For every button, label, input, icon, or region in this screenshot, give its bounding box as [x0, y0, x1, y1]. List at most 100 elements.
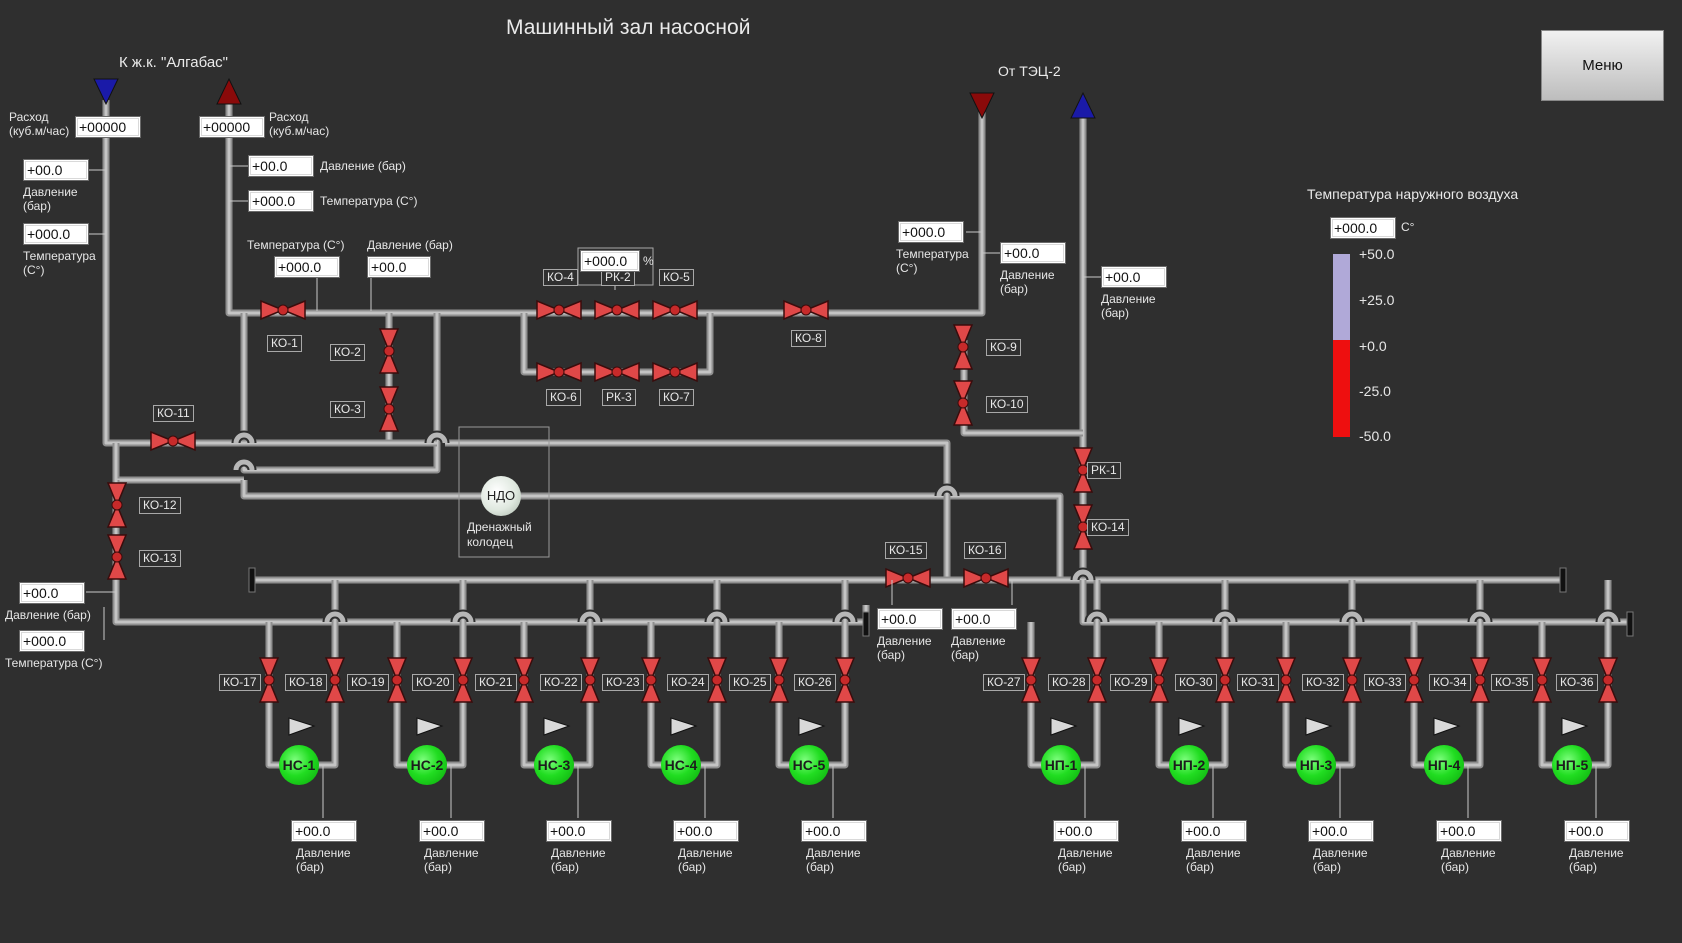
valve-horizontal[interactable] [963, 567, 1009, 589]
valve-vertical[interactable] [1072, 447, 1094, 493]
valve-horizontal[interactable] [885, 567, 931, 589]
menu-button[interactable]: Меню [1541, 30, 1664, 101]
pump-нс-2[interactable]: НС-2 [407, 745, 447, 785]
valve-vertical[interactable] [386, 657, 408, 703]
valve-vertical[interactable] [1275, 657, 1297, 703]
pump-нс-5[interactable]: НС-5 [789, 745, 829, 785]
valve-vertical[interactable] [579, 657, 601, 703]
page-title: Машинный зал насосной [506, 16, 751, 39]
press-tec2-field[interactable]: +00.0 [1101, 266, 1167, 288]
valve-tag-ко-9: КО-9 [986, 339, 1021, 356]
valve-vertical[interactable] [1214, 657, 1236, 703]
pump-нс-3[interactable]: НС-3 [534, 745, 574, 785]
valve-vertical[interactable] [513, 657, 535, 703]
pump-нс-1[interactable]: НС-1 [279, 745, 319, 785]
press-bottom-left-field[interactable]: +00.0 [19, 582, 85, 604]
temp-tec-label: Температура (С°) [896, 247, 969, 275]
temp-return-field[interactable]: +000.0 [248, 190, 314, 212]
flow-right-field[interactable]: +00000 [199, 116, 265, 138]
pump-pressure-field-нс-3[interactable]: +00.0 [546, 820, 612, 842]
pump-нп-1[interactable]: НП-1 [1041, 745, 1081, 785]
valve-vertical[interactable] [640, 657, 662, 703]
valve-vertical[interactable] [952, 324, 974, 370]
valve-horizontal[interactable] [652, 299, 698, 321]
pipe-end-cap [1626, 611, 1634, 637]
pump-pressure-field-нп-1[interactable]: +00.0 [1053, 820, 1119, 842]
rk2-percent-field[interactable]: +000.0 [580, 250, 640, 272]
valve-horizontal[interactable] [652, 361, 698, 383]
valve-vertical[interactable] [324, 657, 346, 703]
pump-pressure-field-нс-1[interactable]: +00.0 [291, 820, 357, 842]
pipe-segment [1538, 580, 1612, 769]
temp-left-field[interactable]: +000.0 [23, 223, 89, 245]
pump-нп-2[interactable]: НП-2 [1169, 745, 1209, 785]
valve-vertical[interactable] [1531, 657, 1553, 703]
valve-horizontal[interactable] [150, 430, 196, 452]
pump-pressure-field-нс-2[interactable]: +00.0 [419, 820, 485, 842]
valve-vertical[interactable] [768, 657, 790, 703]
supply-arrow-algabas [216, 77, 242, 105]
valve-vertical[interactable] [834, 657, 856, 703]
flow-left-field[interactable]: +00000 [75, 116, 141, 138]
valve-horizontal[interactable] [783, 299, 829, 321]
valve-vertical[interactable] [452, 657, 474, 703]
valve-horizontal[interactable] [536, 361, 582, 383]
pump-нп-5[interactable]: НП-5 [1552, 745, 1592, 785]
pump-pressure-field-нп-2[interactable]: +00.0 [1181, 820, 1247, 842]
valve-vertical[interactable] [1020, 657, 1042, 703]
valve-tag-ко-23: КО-23 [602, 674, 644, 691]
valve-vertical[interactable] [1403, 657, 1425, 703]
pump-pressure-label-нс-3: Давление (бар) [551, 846, 606, 874]
press-tec-field[interactable]: +00.0 [1000, 242, 1066, 264]
pump-pressure-field-нс-5[interactable]: +00.0 [801, 820, 867, 842]
valve-vertical[interactable] [258, 657, 280, 703]
pump-pressure-field-нп-3[interactable]: +00.0 [1308, 820, 1374, 842]
valve-vertical[interactable] [1086, 657, 1108, 703]
pipe-crossing-hop [579, 611, 601, 623]
press-ko16-field[interactable]: +00.0 [951, 608, 1017, 630]
valve-vertical[interactable] [106, 534, 128, 580]
pump-нп-3[interactable]: НП-3 [1296, 745, 1336, 785]
valve-vertical[interactable] [1469, 657, 1491, 703]
pump-нс-4[interactable]: НС-4 [661, 745, 701, 785]
pump-нп-4[interactable]: НП-4 [1424, 745, 1464, 785]
press-mid-field[interactable]: +00.0 [367, 256, 431, 278]
pump-flow-direction-icon [670, 717, 698, 736]
press-ko15-field[interactable]: +00.0 [877, 608, 943, 630]
valve-vertical[interactable] [1341, 657, 1363, 703]
valve-vertical[interactable] [1148, 657, 1170, 703]
temp-bottom-left-field[interactable]: +000.0 [19, 630, 85, 652]
press-ko15-label: Давление (бар) [877, 634, 932, 662]
valve-vertical[interactable] [706, 657, 728, 703]
pump-pressure-label-нп-5: Давление (бар) [1569, 846, 1624, 874]
valve-vertical[interactable] [1072, 504, 1094, 550]
temp-mid-field[interactable]: +000.0 [274, 256, 340, 278]
temp-tec-field[interactable]: +000.0 [898, 221, 964, 243]
outdoor-temp-field[interactable]: +000.0 [1330, 217, 1396, 239]
valve-horizontal[interactable] [536, 299, 582, 321]
drain-pump-ndo[interactable]: НДО [481, 476, 521, 516]
pump-pressure-field-нп-4[interactable]: +00.0 [1436, 820, 1502, 842]
valve-tag-рк-2: РК-2 [601, 269, 635, 286]
valve-horizontal[interactable] [594, 299, 640, 321]
flow-right-label: Расход (куб.м/час) [269, 110, 330, 138]
rk2-percent-unit: % [643, 254, 654, 268]
valve-vertical[interactable] [952, 380, 974, 426]
valve-horizontal[interactable] [594, 361, 640, 383]
press-left-label: Давление (бар) [23, 185, 78, 213]
pipe-highlight [445, 441, 949, 580]
press-left-field[interactable]: +00.0 [23, 159, 89, 181]
press-return-field[interactable]: +00.0 [248, 155, 314, 177]
pipe-highlight [1157, 580, 1227, 767]
valve-vertical[interactable] [378, 328, 400, 374]
valve-tag-ко-7: КО-7 [659, 389, 694, 406]
valve-vertical[interactable] [378, 386, 400, 432]
valve-horizontal[interactable] [260, 299, 306, 321]
pump-pressure-field-нс-4[interactable]: +00.0 [673, 820, 739, 842]
pump-pressure-field-нп-5[interactable]: +00.0 [1564, 820, 1630, 842]
valve-vertical[interactable] [106, 482, 128, 528]
valve-tag-ко-34: КО-34 [1429, 674, 1471, 691]
valve-vertical[interactable] [1597, 657, 1619, 703]
pipe-highlight [267, 580, 337, 767]
pipe-segment [393, 580, 467, 769]
